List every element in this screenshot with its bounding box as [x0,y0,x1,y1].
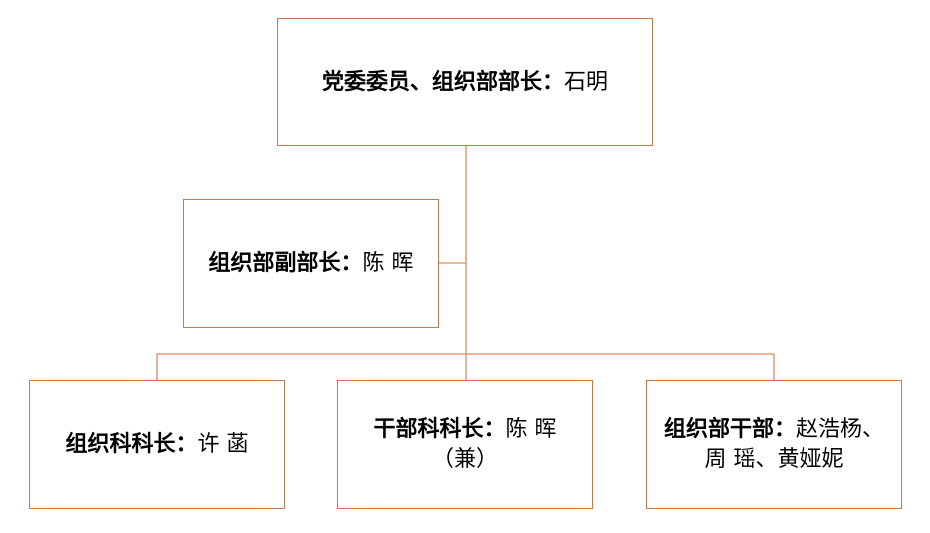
head-role: 党委委员、组织部部长： [321,68,564,95]
cadre-section-name: 陈 晖 [505,417,557,442]
node-org-section-text: 组织科科长：许 菡 [65,429,248,460]
head-name: 石明 [564,69,609,95]
node-cadre-section-text: 干部科科长：陈 晖 （兼） [373,414,556,475]
node-cadre-section-chief: 干部科科长：陈 晖 （兼） [337,380,593,509]
staff-role: 组织部干部： [663,416,796,442]
staff-names-line2: 周 瑶、黄娅妮 [704,447,844,472]
node-staff-text: 组织部干部：赵浩杨、周 瑶、黄娅妮 [664,414,884,475]
org-section-role: 组织科科长： [65,431,198,457]
org-section-name: 许 菡 [197,432,249,457]
node-deputy-text: 组织部副部长：陈 晖 [208,248,413,279]
node-organization-staff: 组织部干部：赵浩杨、周 瑶、黄娅妮 [646,380,902,509]
node-head-text: 党委委员、组织部部长：石明 [322,67,608,98]
deputy-name: 陈 晖 [362,251,414,276]
node-deputy-director: 组织部副部长：陈 晖 [183,199,439,328]
cadre-section-role: 干部科科长： [373,416,506,442]
cadre-section-note: （兼） [431,447,498,472]
node-organization-section-chief: 组织科科长：许 菡 [29,380,285,509]
deputy-role: 组织部副部长： [208,250,363,276]
staff-names-line1: 赵浩杨、 [796,417,885,442]
node-party-committee-head: 党委委员、组织部部长：石明 [277,18,653,146]
